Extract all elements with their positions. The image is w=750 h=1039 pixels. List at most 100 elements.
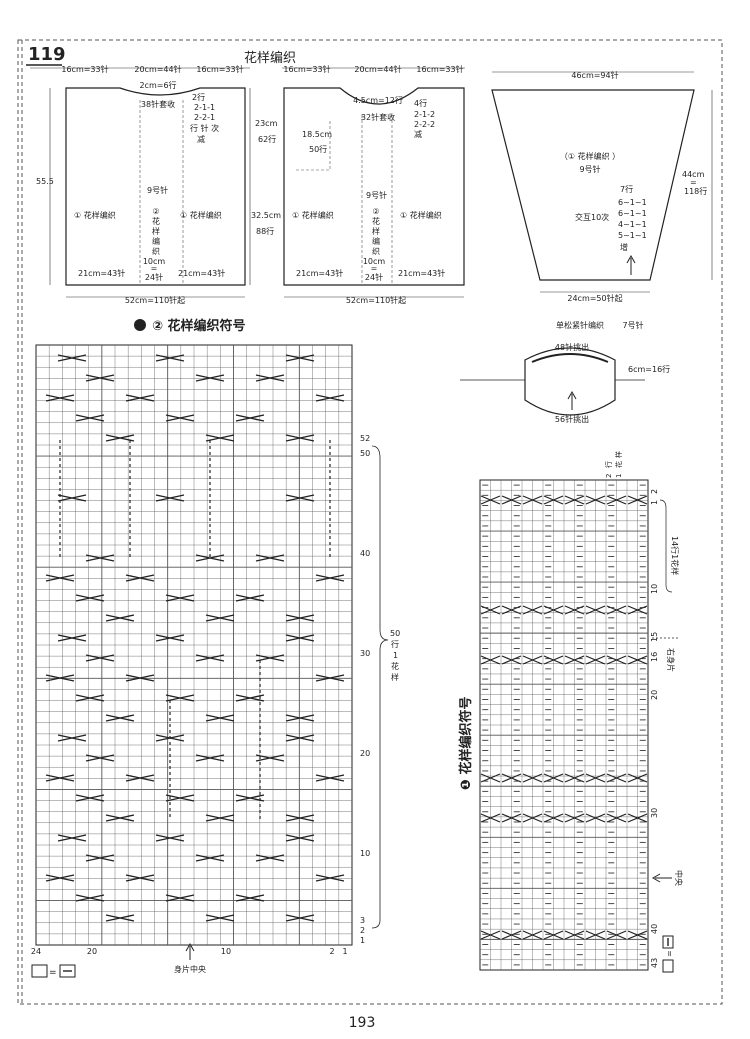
chart2-cable-cross	[125, 874, 155, 882]
chart1-cable-cross	[585, 813, 606, 823]
chart1-cable-cross	[522, 813, 543, 823]
back-center-width-b: 24针	[145, 272, 163, 282]
front-center-width-a: 10cm	[363, 257, 386, 266]
chart1-purl-marks	[482, 484, 646, 966]
chart1-num-43: 43	[650, 958, 659, 968]
front-top-mid: 20cm=44针	[354, 64, 401, 74]
chart1-cable-cross	[543, 773, 564, 783]
chart1-num-1: 1	[650, 500, 659, 505]
chart2-cable-cross	[85, 374, 115, 382]
chart2-cable-cross	[85, 554, 115, 562]
back-bottom-right: 21cm=43针	[178, 268, 225, 278]
chart2-cable-cross	[285, 634, 315, 642]
chart2-cable-cross	[205, 614, 235, 622]
back-left-pattern: ① 花样编织	[74, 210, 116, 220]
sleeve-up-arrow	[626, 254, 636, 275]
back-top-left: 16cm=33针	[61, 64, 108, 74]
front-top-left: 16cm=33针	[283, 64, 330, 74]
sleeve-inc-2: 4~1~1	[618, 220, 647, 229]
chart2-cable-cross	[195, 854, 225, 862]
chart2-row-40: 40	[360, 549, 370, 558]
back-right-pattern: ① 花样编织	[180, 210, 222, 220]
sleeve-right-a: 44cm	[682, 170, 705, 179]
chart1-legend-eq: =	[665, 950, 674, 957]
chart2-cable-cross	[125, 774, 155, 782]
chart2-repeat-3: 花	[391, 661, 399, 671]
chart2-cable-cross	[125, 574, 155, 582]
chart2-grid	[35, 344, 353, 946]
chart1-repeat-brace	[659, 499, 673, 593]
front-shoulder-1: 2-1-2	[414, 110, 435, 119]
chart1-cable-cross	[627, 655, 648, 665]
chart1-cable-cross	[627, 495, 648, 505]
chart2-cable-cross	[205, 814, 235, 822]
back-side-height: 55.5	[36, 177, 54, 186]
front-bottom-left: 21cm=43针	[296, 268, 343, 278]
chart2-repeat-1: 行	[391, 639, 399, 649]
collar-diagram: 单松紧针编织 7号针 48针挑出 6cm=16行 56针挑出	[460, 320, 670, 424]
chart2-cable-cross	[75, 594, 105, 602]
chart2-cable-cross	[255, 754, 285, 762]
chart2-cable-cross	[235, 794, 265, 802]
chart2-row-3: 3	[360, 916, 365, 925]
chart2-col-20: 20	[87, 947, 97, 956]
chart1-cable-cross	[564, 930, 585, 940]
diagram-title: 花样编织	[244, 50, 296, 66]
chart1-cable-cross	[480, 773, 501, 783]
chart1-repeat-note: 14行1花样	[670, 536, 680, 575]
front-left-pattern: ① 花样编织	[292, 210, 334, 220]
chart1-legend-blank	[662, 959, 674, 973]
sleeve-top: 46cm=94针	[571, 70, 618, 80]
back-lower-b: 88行	[256, 226, 274, 236]
chart1-cable-cross	[606, 495, 627, 505]
back-piece: 16cm=33针 20cm=44针 16cm=33针 2cm=6行 38针套收 …	[30, 64, 281, 305]
chart2-cable-cross	[165, 894, 195, 902]
chart2-cable-cross	[285, 354, 315, 362]
back-shoulder-0: 2行	[192, 92, 205, 102]
chart2-center-label: 身片中央	[174, 964, 206, 974]
chart2-cable-cross	[315, 874, 345, 882]
chart1-cable-cross	[606, 813, 627, 823]
back-neck-drop: 2cm=6行	[139, 80, 176, 90]
front-outline	[283, 87, 465, 286]
chart2-legend-blank	[31, 964, 48, 978]
chart2-cable-cross	[315, 674, 345, 682]
front-center-width-b: 24针	[365, 272, 383, 282]
chart1-cable-cross	[522, 605, 543, 615]
chart2-col-2: 2	[329, 947, 334, 956]
chart1-num-10: 10	[650, 584, 659, 594]
chart1-side-label: 右身片	[666, 648, 676, 672]
chart2-cable-cross	[125, 674, 155, 682]
chart2-cable-cross	[205, 714, 235, 722]
chart2-cable-cross	[105, 614, 135, 622]
front-bottom-right: 21cm=43针	[398, 268, 445, 278]
back-center-width-eq: =	[151, 264, 158, 273]
back-shoulder-4: 减	[197, 134, 205, 144]
chart2-cable-cross	[315, 394, 345, 402]
collar-outer	[524, 347, 616, 416]
chart1-top-note-4: 样	[614, 451, 623, 458]
chart1-cable-cross	[564, 773, 585, 783]
chart2-row-20: 20	[360, 749, 370, 758]
front-center-p1: 花	[372, 216, 380, 226]
chart2-cable-cross	[195, 754, 225, 762]
chart1-num-40: 40	[650, 924, 659, 934]
back-lower-a: 32.5cm	[251, 211, 281, 220]
back-center-p0: ②	[152, 207, 159, 216]
chart1-cable-cross	[543, 813, 564, 823]
chart1-right-numbers: 2 1 10 15 16 20 30 40 43	[650, 489, 659, 968]
back-armhole-b: 62行	[258, 134, 276, 144]
chart2-cable-cross	[315, 574, 345, 582]
collar-stitch-label: 单松紧针编织	[556, 320, 604, 330]
chart1-cable-cross	[522, 655, 543, 665]
chart2-cable-cross	[255, 854, 285, 862]
chart2-cable-cross	[195, 554, 225, 562]
chart2-cable-cross	[45, 774, 75, 782]
chart2-cable-cross	[45, 394, 75, 402]
chart2-repeat-2: 1	[393, 651, 398, 660]
chart1-cable-cross	[501, 930, 522, 940]
chart2-row-10: 10	[360, 849, 370, 858]
front-center-p0: ②	[372, 207, 379, 216]
chart2-cable-cross	[105, 434, 135, 442]
back-center-p4: 织	[152, 246, 160, 256]
